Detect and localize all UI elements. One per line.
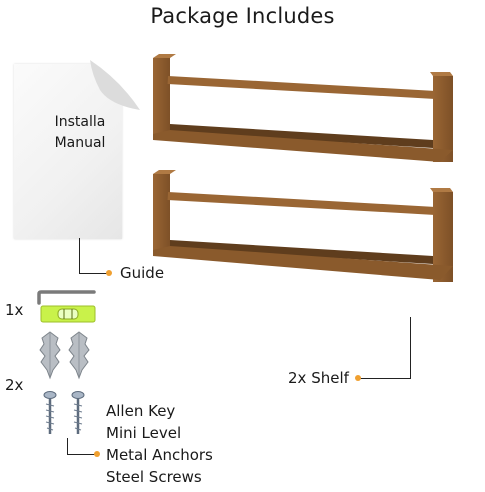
manual-title-line2: Manual	[54, 135, 106, 151]
manual-title-line1: Installa	[54, 114, 106, 130]
hardware-callout-line-v	[67, 438, 68, 454]
shelf-callout-line-v	[410, 317, 411, 379]
manual-title: Installa Manual	[30, 112, 130, 154]
list-item: Metal Anchors	[106, 446, 213, 464]
page-curl-icon	[90, 60, 140, 110]
guide-label: Guide	[120, 264, 165, 282]
page-title: Package Includes	[150, 4, 335, 28]
allen-key-icon	[37, 290, 96, 305]
shelf-label: 2x Shelf	[288, 369, 349, 387]
list-item: Steel Screws	[106, 468, 202, 486]
shelf-callout-dot	[355, 375, 361, 381]
qty-1x-label: 1x	[5, 301, 24, 319]
qty-2x-label: 2x	[5, 376, 24, 394]
list-item: Mini Level	[106, 424, 182, 442]
mini-level-icon	[40, 305, 96, 323]
shelf-top	[153, 54, 453, 162]
metal-anchor-icon	[39, 331, 61, 380]
hardware-list: Allen Key Mini Level Metal Anchors Steel…	[106, 400, 213, 488]
hardware-callout-line-h	[67, 454, 95, 455]
shelf-callout-line-h	[360, 378, 411, 379]
hardware-callout-dot	[94, 451, 100, 457]
guide-callout-dot	[106, 270, 112, 276]
shelves-illustration	[153, 54, 453, 282]
shelf-bottom	[153, 170, 453, 282]
guide-callout-line-h	[79, 273, 107, 274]
guide-callout-line-v	[79, 238, 80, 274]
list-item: Allen Key	[106, 402, 176, 420]
steel-screw-icon	[71, 391, 85, 434]
steel-screw-icon	[43, 391, 57, 434]
metal-anchor-icon	[68, 331, 90, 380]
